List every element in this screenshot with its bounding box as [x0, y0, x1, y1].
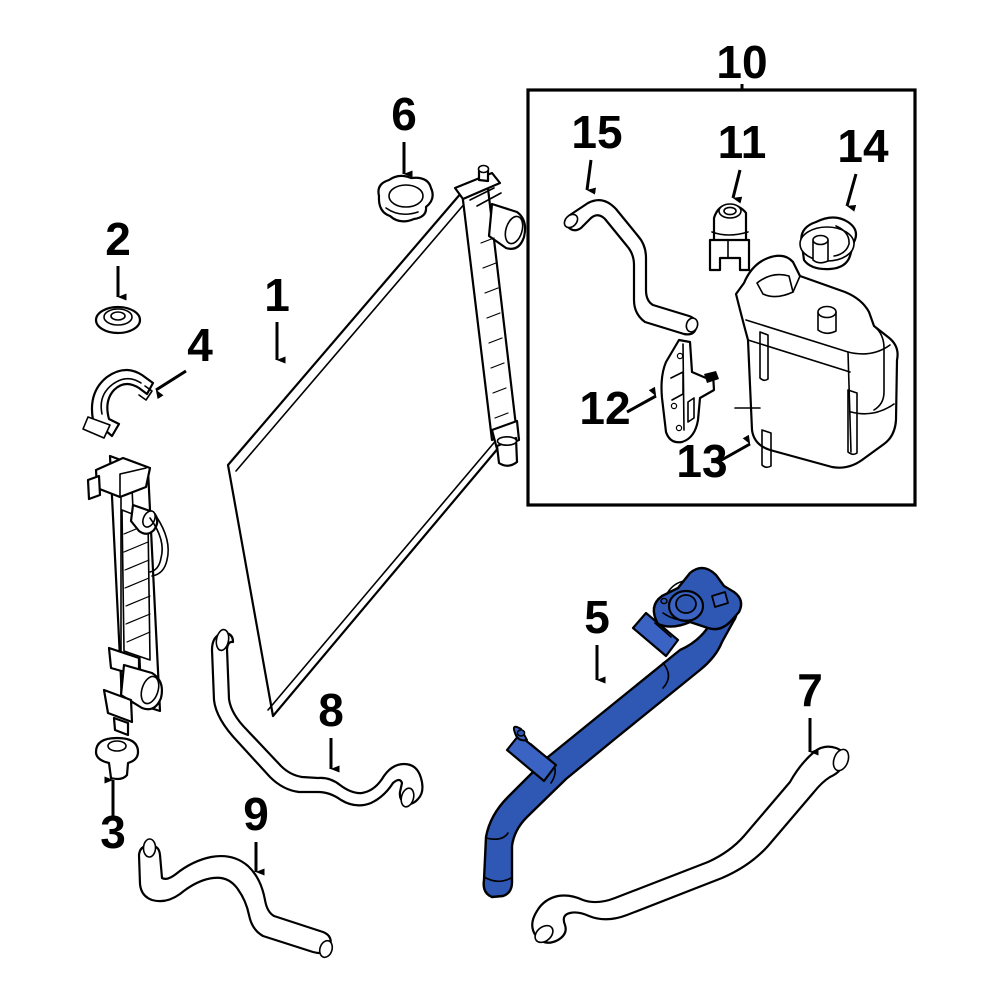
callout-label-1: 1 — [264, 269, 290, 321]
callout-layer: 1 2 3 4 5 6 7 — [100, 36, 889, 876]
part-15-overflow-hose[interactable] — [562, 198, 700, 336]
part-13-reservoir-tank[interactable] — [734, 254, 899, 469]
callout-6[interactable]: 6 — [391, 88, 417, 178]
callout-10[interactable]: 10 — [716, 36, 768, 90]
part-1-radiator[interactable] — [86, 164, 527, 737]
hose-connector-head — [652, 566, 743, 631]
callout-11[interactable]: 11 — [718, 116, 767, 204]
callout-8[interactable]: 8 — [318, 684, 344, 773]
callout-label-5: 5 — [584, 591, 610, 643]
part-6-radiator-cap[interactable] — [377, 174, 434, 223]
callout-label-15: 15 — [571, 106, 622, 158]
part-11-hose-connector[interactable] — [708, 203, 751, 272]
group-box-10 — [526, 88, 917, 507]
callout-label-7: 7 — [797, 664, 823, 716]
callout-1[interactable]: 1 — [264, 269, 290, 364]
part-12-tank-bracket[interactable] — [660, 338, 720, 444]
callout-2[interactable]: 2 — [105, 213, 131, 301]
callout-12[interactable]: 12 — [579, 382, 657, 434]
callout-label-2: 2 — [105, 213, 131, 265]
callout-14[interactable]: 14 — [837, 120, 889, 212]
callout-15[interactable]: 15 — [571, 106, 623, 195]
callout-7[interactable]: 7 — [797, 664, 823, 756]
callout-label-9: 9 — [243, 788, 269, 840]
part-14-reservoir-cap[interactable] — [799, 216, 858, 271]
callout-label-12: 12 — [579, 382, 630, 434]
callout-label-14: 14 — [837, 120, 889, 172]
callout-label-8: 8 — [318, 684, 344, 736]
callout-label-3: 3 — [100, 806, 126, 858]
radiator-right-tank — [453, 164, 527, 467]
callout-13[interactable]: 13 — [676, 434, 751, 487]
radiator-left-tank — [86, 454, 169, 737]
callout-9[interactable]: 9 — [243, 788, 269, 876]
hose-mid-clamp — [505, 725, 558, 783]
part-4-clamp-bracket[interactable] — [82, 368, 155, 439]
callout-label-13: 13 — [676, 435, 727, 487]
part-7-upper-radiator-hose[interactable] — [531, 745, 852, 946]
callout-label-11: 11 — [718, 116, 767, 168]
callout-label-6: 6 — [391, 88, 417, 140]
callout-label-10: 10 — [716, 36, 767, 88]
part-2-grommet-upper[interactable] — [94, 305, 142, 335]
part-9-heater-hose-lower[interactable] — [137, 838, 334, 959]
callout-5[interactable]: 5 — [584, 591, 610, 684]
callout-label-4: 4 — [187, 319, 213, 371]
part-8-heater-hose[interactable] — [210, 628, 424, 809]
callout-3[interactable]: 3 — [100, 776, 126, 858]
part-3-grommet-lower[interactable] — [94, 736, 140, 781]
callout-4[interactable]: 4 — [155, 319, 213, 400]
part-5-lower-radiator-hose-highlighted[interactable] — [482, 566, 743, 899]
hose-upper-clamp — [631, 611, 680, 658]
